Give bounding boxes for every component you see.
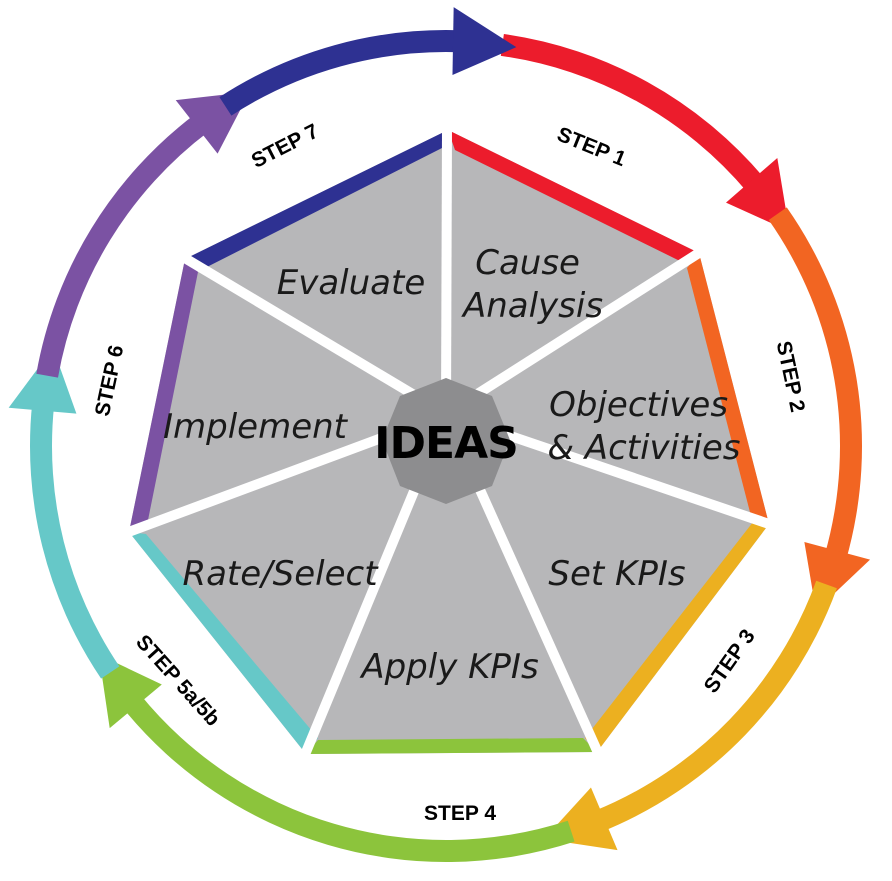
ring-arc-step-1 [500,34,765,193]
wedge-cause-analysis [446,130,699,414]
ring-arc-step-6 [36,113,209,378]
stage-label-evaluate: Evaluate [277,263,426,303]
edge-band-step-3 [585,522,769,752]
stage-label-implement: Implement [163,407,349,447]
wedge-rate-select [129,414,446,754]
edge-band-step-5 [129,532,318,754]
wedge-implement [129,259,446,532]
step-label-1: STEP 1 [554,123,630,171]
arrowhead-step-1 [725,157,790,232]
divider-line [443,246,705,419]
stage-label-set-kpis: Set KPIs [548,554,685,594]
ring-arc-step-7 [219,30,461,116]
step-label-4: STEP 4 [424,802,496,825]
stage-label-rate-select: Rate/Select [182,554,379,594]
arrowhead-step-4 [98,654,162,729]
wedge-objectives [446,253,769,524]
center-hub [382,378,510,504]
ring-arc-step-3 [593,580,837,832]
step-label-3: STEP 3 [700,625,760,697]
wedge-evaluate [185,130,448,414]
edge-band-step-7 [185,130,448,271]
stage-label-cause: Cause Analysis [461,243,603,326]
edge-band-step-6 [129,259,198,532]
step-label-7: STEP 7 [248,120,323,173]
arrowhead-step-7 [452,7,517,76]
stage-label-objectives: Objectives & Activities [547,385,740,468]
ring-arc-step-2 [768,207,863,561]
edge-band-step-2 [687,253,769,524]
colored-edge-bands [129,130,769,754]
wedge-apply-kpis [306,414,597,754]
edge-band-step-4 [306,738,597,754]
ring-arc-step-5 [29,402,120,679]
step-label-6: STEP 6 [91,343,128,418]
outer-arrow-ring [8,7,871,863]
center-label: IDEAS [374,418,518,469]
ring-arc-step-4 [122,693,575,863]
edge-band-step-1 [448,130,699,264]
divider-line [441,127,452,415]
step-label-2: STEP 2 [772,339,809,414]
stage-label-apply-kpis: Apply KPIs [359,647,538,687]
arrowhead-step-5 [8,348,77,414]
divider-line [180,252,449,419]
